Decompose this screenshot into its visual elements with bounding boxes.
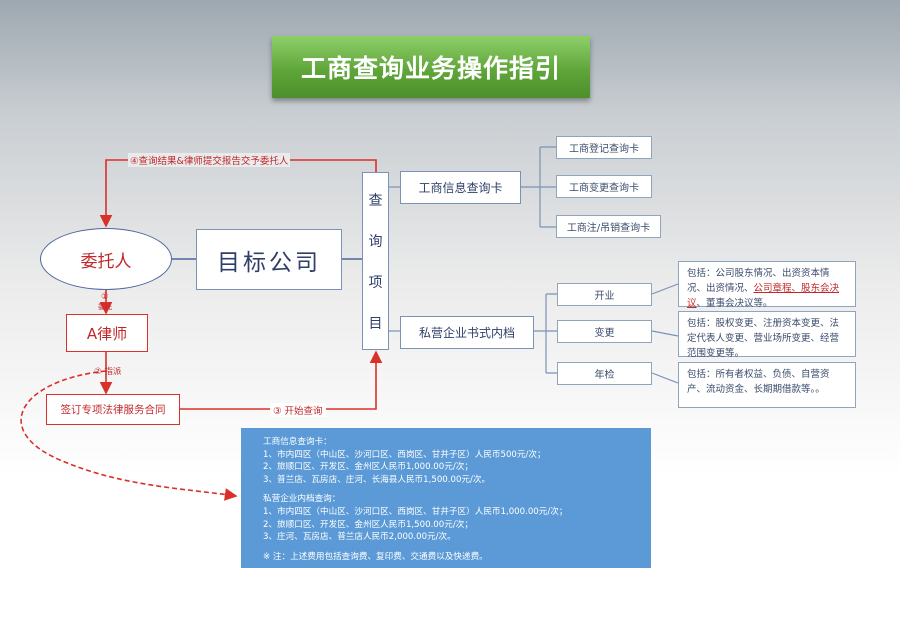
private-fee-line: 2、旅顺口区、开发区、金州区人民币1,500.00元/次； (263, 519, 473, 530)
kaiye-description: 包括：公司股东情况、出资资本情况、出资情况、公司章程、股东会决议、董事会决议等。 (678, 261, 856, 309)
biangeng-description: 包括：股权变更、注册资本变更、法定代表人变更、营业场所变更、经营范围变更等。 (678, 311, 856, 359)
kaiye-desc-end: 、董事会决议等。 (696, 298, 773, 309)
start-query-arrow-line (180, 350, 383, 410)
query-item-char: 目 (368, 315, 383, 332)
biz-fee-line: 2、旅顺口区、开发区、金州区人民币1,000.00元/次； (263, 462, 473, 473)
assign-arrow-label: ② 指派 (94, 367, 122, 377)
target-company-node: 目标公司 (196, 229, 342, 290)
biz-registration-node: 工商登记查询卡 (556, 136, 652, 159)
query-item-char: 询 (368, 233, 383, 250)
start-query-arrow-label: ③ 开始查询 (270, 403, 326, 417)
biz-fee-title: 工商信息查询卡： (263, 437, 332, 447)
nianjian-description: 包括：所有者权益、负债、自营资产、流动资金、长期期借款等。。 (678, 362, 856, 408)
query-item-char: 项 (368, 274, 383, 291)
fee-info-dashed-curve (20, 370, 238, 501)
biz-bracket-line (521, 146, 556, 228)
query-item-char: 查 (368, 192, 383, 209)
result-arrow-line (99, 159, 377, 228)
biz-info-card-node: 工商信息查询卡 (400, 171, 521, 204)
lawyer-node: A律师 (66, 314, 148, 352)
biz-change-node: 工商变更查询卡 (556, 175, 652, 198)
biz-cancel-node: 工商注/吊销查询卡 (556, 215, 661, 238)
sub-desc-lines (651, 283, 679, 384)
kaiye-desc-text: 包括：公司股东情况、出资资本情况、出资情况、 (687, 268, 830, 294)
private-fee-line: 1、市内四区（中山区、沙河口区、西岗区、甘井子区）人民币1,000.00元/次； (263, 506, 568, 517)
archive-bracket-line (534, 293, 557, 374)
query-items-column: 查 询 项 目 (362, 172, 389, 350)
private-archive-node: 私营企业书式内档 (400, 316, 534, 349)
biz-fee-line: 1、市内四区（中山区、沙河口区、西岗区、甘井子区）人民币500元/次； (263, 449, 546, 460)
client-node: 委托人 (40, 228, 172, 290)
private-fee-title: 私营企业内档查询： (263, 494, 341, 505)
biz-fee-line: 3、普兰店、瓦房店、庄河、长海县人民币1,500.00元/次。 (263, 474, 491, 485)
archive-kaiye-node: 开业 (557, 283, 652, 306)
result-arrow-label: ④查询结果&律师提交报告交予委托人 (128, 153, 291, 167)
page-title: 工商查询业务操作指引 (272, 36, 590, 98)
kaiye-desc-highlight: 公司章程、股东会决议 (687, 283, 840, 309)
entrust-label: 委托 (98, 303, 112, 311)
contract-node: 签订专项法律服务合同 (46, 394, 180, 425)
archive-nianjian-node: 年检 (557, 362, 652, 385)
fee-info-panel: 工商信息查询卡： 1、市内四区（中山区、沙河口区、西岗区、甘井子区）人民币500… (241, 428, 651, 568)
private-fee-line: 3、庄河、瓦房店、普兰店人民币2,000.00元/次。 (263, 532, 456, 543)
archive-biangeng-node: 变更 (557, 320, 652, 343)
entrust-step-number: ① (101, 292, 109, 302)
fee-note: ※ 注：上述费用包括查询费、复印费、交通费以及快递费。 (263, 551, 488, 562)
